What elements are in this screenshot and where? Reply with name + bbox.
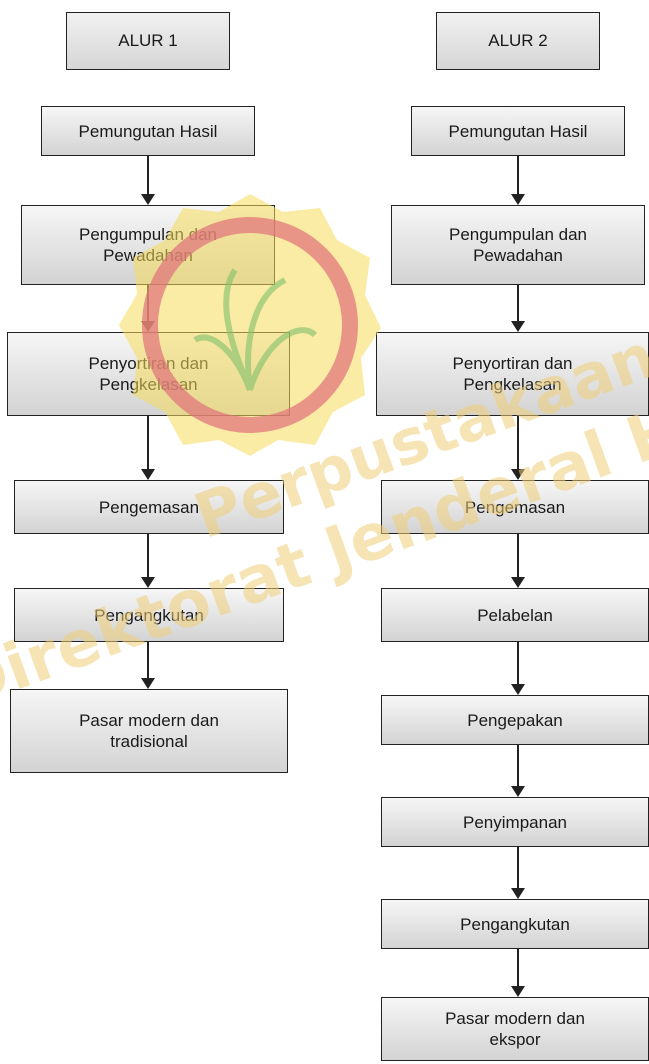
flow2-step-packaging: Pengemasan xyxy=(381,480,649,534)
flow1-title: ALUR 1 xyxy=(66,12,230,70)
flow1-step-sorting: Penyortiran dan Pengkelasan xyxy=(7,332,290,416)
flow1-arrow-3 xyxy=(141,416,155,480)
flow1-step-packaging: Pengemasan xyxy=(14,480,284,534)
flow2-arrow-4 xyxy=(511,534,525,588)
flow1-arrow-5 xyxy=(141,642,155,689)
flow1-arrow-4 xyxy=(141,534,155,588)
flow2-arrow-7 xyxy=(511,847,525,899)
flow2-arrow-5 xyxy=(511,642,525,695)
flow2-step-collection: Pengumpulan dan Pewadahan xyxy=(391,205,645,285)
flow1-arrow-2 xyxy=(141,285,155,332)
flow1-step-market: Pasar modern dan tradisional xyxy=(10,689,288,773)
flow2-step-packing: Pengepakan xyxy=(381,695,649,745)
flow2-step-sorting: Penyortiran dan Pengkelasan xyxy=(376,332,649,416)
flow1-step-transport: Pengangkutan xyxy=(14,588,284,642)
flow2-step-labeling: Pelabelan xyxy=(381,588,649,642)
flow2-arrow-6 xyxy=(511,745,525,797)
flow2-arrow-2 xyxy=(511,285,525,332)
flow2-step-transport: Pengangkutan xyxy=(381,899,649,949)
flow2-step-storage: Penyimpanan xyxy=(381,797,649,847)
flow2-step-market: Pasar modern dan ekspor xyxy=(381,997,649,1061)
flow1-arrow-1 xyxy=(141,156,155,205)
flow1-step-harvest: Pemungutan Hasil xyxy=(41,106,255,156)
flow1-step-collection: Pengumpulan dan Pewadahan xyxy=(21,205,275,285)
flow2-title: ALUR 2 xyxy=(436,12,600,70)
flow2-step-harvest: Pemungutan Hasil xyxy=(411,106,625,156)
flow2-arrow-1 xyxy=(511,156,525,205)
flow2-arrow-3 xyxy=(511,416,525,480)
flow2-arrow-8 xyxy=(511,949,525,997)
